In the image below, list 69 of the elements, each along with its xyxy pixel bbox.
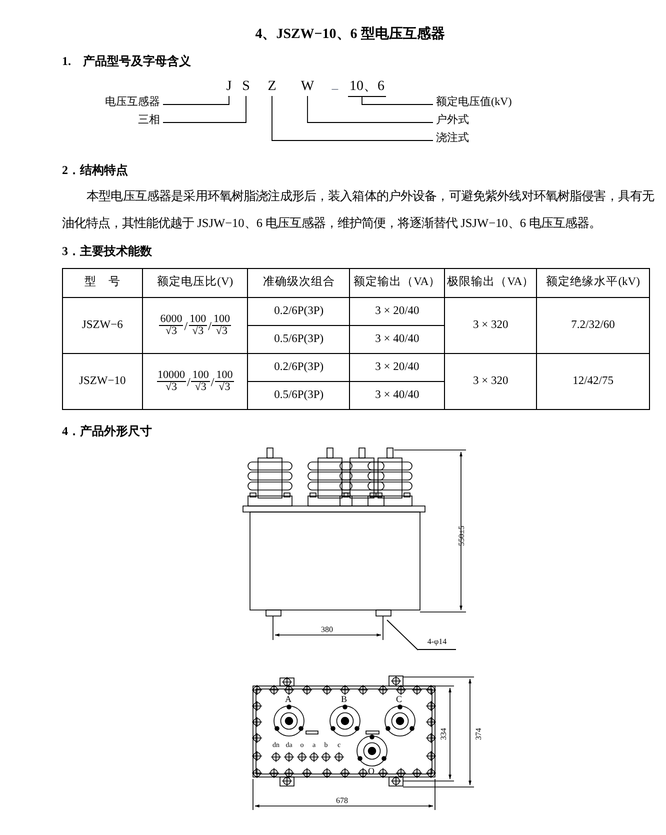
- terminal-letter: B: [341, 695, 348, 704]
- code-letter: S: [240, 80, 252, 96]
- limit-output-text: 3 × 320: [473, 318, 508, 331]
- numerator: 10000: [156, 370, 186, 382]
- limit-output-text: 3 × 320: [473, 374, 508, 387]
- leader-line: [307, 96, 434, 123]
- leader-line: [272, 96, 434, 141]
- code-letter: W: [300, 80, 315, 96]
- dimension-value: 374: [473, 728, 484, 740]
- header-text: 极限输出（VA）: [447, 276, 534, 288]
- dimension-value: 678: [336, 795, 348, 807]
- fraction-slash: /: [184, 318, 188, 334]
- output-text: 3 × 20/40: [375, 304, 420, 317]
- accuracy-text: 0.5/6P(3P): [274, 388, 324, 401]
- section-heading: 4．产品外形尺寸: [62, 423, 152, 440]
- numerator: 100: [215, 370, 234, 382]
- accuracy-text: 0.2/6P(3P): [274, 304, 324, 317]
- header-text: 额定绝缘水平(kV): [546, 276, 640, 288]
- code-dash: −: [331, 82, 339, 100]
- section-heading: 3．主要技术能数: [62, 243, 152, 260]
- description-paragraph: 本型电压互感器是采用环氧树脂浇注成形后，装入箱体的户外设备，可避免紫外线对环氧树脂侵害，具有无油化特点，其性能优越于 JSJW−10、6 电压互感器，维护简便，将逐渐替代 JSJW−10、6 电压互感器。: [62, 188, 654, 232]
- dimension-note: 4-φ14: [418, 638, 456, 650]
- page-title: 4、JSZW−10、6 型电压互感器: [254, 25, 446, 44]
- header-text: 型 号: [84, 276, 120, 288]
- header-text: 额定输出（VA）: [354, 276, 441, 288]
- numerator: 100: [188, 314, 208, 326]
- meaning-label: 额定电压值(kV): [436, 97, 526, 112]
- meaning-label: 三相: [126, 115, 160, 130]
- accuracy-text: 0.5/6P(3P): [274, 332, 324, 345]
- output-text: 3 × 20/40: [375, 360, 420, 373]
- model-text: JSZW−10: [78, 374, 126, 387]
- meaning-label: 电压互感器: [98, 97, 160, 112]
- terminal-letter: C: [396, 695, 402, 704]
- section-heading: 1. 产品型号及字母含义: [62, 53, 191, 70]
- denominator: √3: [218, 382, 230, 393]
- terminal-letter: A: [285, 695, 292, 704]
- denominator: √3: [194, 382, 206, 393]
- denominator: √3: [165, 326, 178, 337]
- insulation-level-text: 7.2/32/60: [571, 318, 615, 331]
- denominator: √3: [192, 326, 204, 337]
- meaning-label: 浇注式: [436, 133, 476, 148]
- leader-line: [386, 620, 418, 650]
- header-text: 额定电压比(V): [157, 276, 234, 288]
- denominator: √3: [216, 326, 228, 337]
- fraction-slash: /: [187, 374, 190, 390]
- section-heading: 2．结构特点: [62, 162, 128, 179]
- insulation-level-text: 12/42/75: [572, 374, 614, 387]
- output-text: 3 × 40/40: [375, 332, 420, 345]
- code-letter: J: [223, 80, 235, 96]
- header-text: 准确级次组合: [262, 276, 335, 288]
- leader-line: [162, 96, 246, 123]
- dimension-value: 334: [438, 728, 449, 740]
- dimension-value: 380: [321, 624, 333, 636]
- leader-line: [362, 96, 434, 105]
- accuracy-text: 0.2/6P(3P): [274, 360, 324, 373]
- dimension-value: 550±5: [456, 526, 467, 546]
- output-text: 3 × 40/40: [375, 388, 420, 401]
- fraction-slash: /: [208, 318, 212, 334]
- numerator: 100: [212, 314, 231, 326]
- code-number: 10、6: [348, 80, 386, 97]
- terminal-letter: O: [368, 767, 374, 776]
- fraction-slash: /: [210, 374, 214, 390]
- meaning-label: 户外式: [436, 115, 476, 130]
- numerator: 100: [191, 370, 210, 382]
- leader-line: [162, 96, 230, 105]
- model-text: JSZW−6: [82, 318, 123, 331]
- denominator: √3: [165, 382, 178, 393]
- code-letter: Z: [266, 80, 278, 96]
- numerator: 6000: [159, 314, 184, 326]
